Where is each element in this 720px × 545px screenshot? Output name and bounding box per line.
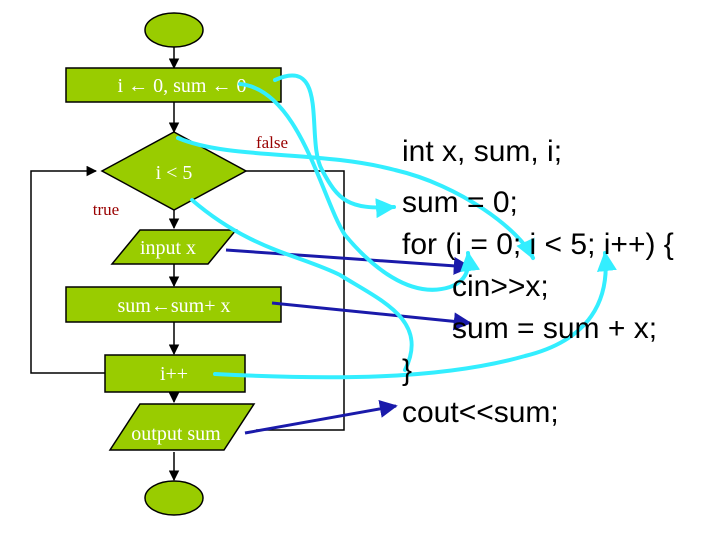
condition-label: i < 5: [156, 162, 193, 184]
true-label: true: [93, 200, 119, 219]
code-line-cin: cin>>x;: [402, 270, 549, 303]
false-label: false: [256, 133, 288, 152]
connector-false-exit: [246, 170, 345, 431]
cyan-arrow-condition-to-for-test: [176, 136, 535, 260]
end-terminal: [144, 480, 204, 516]
connector-loop-back: [30, 165, 105, 374]
blue-arrow-sum-to-sum-statement: [271, 301, 472, 331]
sum-update-label: sum←sum+ x: [118, 295, 231, 317]
code-line-sum-update: sum = sum + x;: [402, 312, 658, 345]
cyan-arrow-init-to-sum-zero: [273, 73, 396, 219]
start-terminal: [144, 12, 204, 48]
cyan-arrow-increment-to-for-update: [213, 251, 617, 380]
condition-decision: [100, 131, 248, 211]
code-line-sum-init: sum = 0;: [402, 186, 518, 219]
cyan-arrow-init-to-for-init: [238, 82, 481, 292]
increment-label: i++: [160, 363, 188, 385]
blue-arrow-output-to-cout: [244, 399, 398, 435]
flow-connectors: [30, 38, 345, 482]
blue-arrow-input-to-cin: [225, 248, 472, 275]
code-line-close-brace: }: [402, 354, 413, 387]
input-label: input x: [140, 237, 196, 259]
output-io-shape: [108, 403, 256, 451]
code-line-declare: int x, sum, i;: [402, 135, 563, 168]
blue-mapping-arrows: [225, 248, 472, 435]
cyan-arrow-start-to-loop-close: [190, 198, 414, 372]
code-line-for-header: for (i = 0; i < 5; i++) {: [402, 228, 674, 261]
sum-update-process-box: [65, 286, 282, 323]
code-line-cout: cout<<sum;: [402, 396, 559, 429]
init-label: i ← 0, sum ← 0: [118, 75, 247, 97]
input-io-shape: [110, 229, 238, 265]
output-label: output sum: [131, 423, 221, 445]
cyan-mapping-arrows: [176, 73, 617, 380]
